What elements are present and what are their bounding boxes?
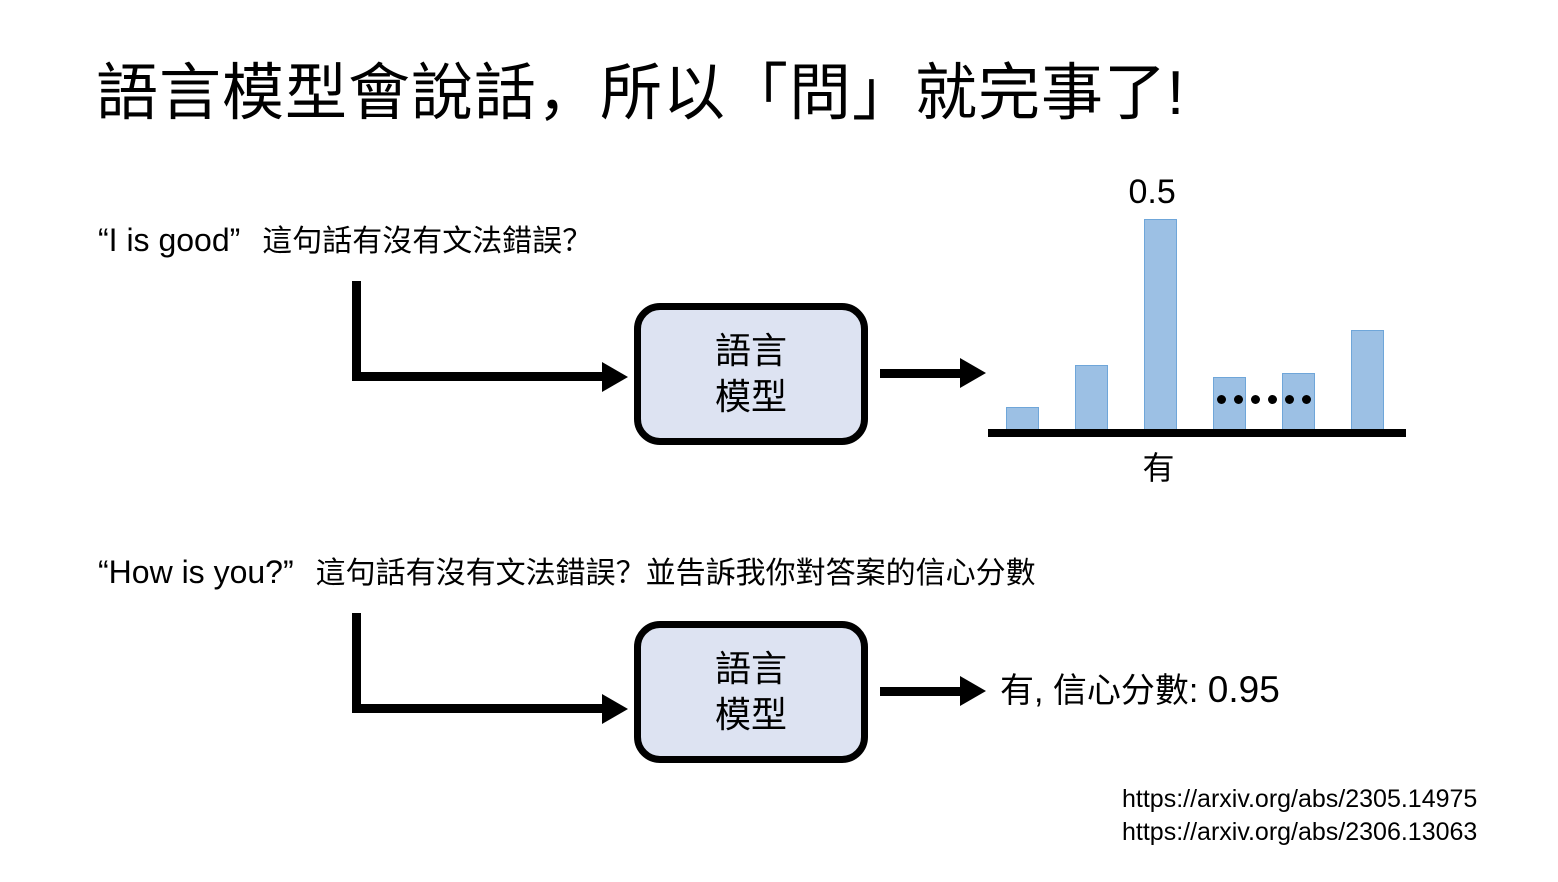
prompt-line-1: “I is good” 這句話有沒有文法錯誤？ [98, 216, 592, 260]
chart-baseline-axis [988, 429, 1406, 437]
output-arrow-1-arrowhead [960, 358, 986, 388]
chart-bar [1144, 219, 1177, 433]
elbow-arrow-2-vertical-segment [352, 613, 361, 713]
output-arrow-2 [880, 676, 986, 706]
output-arrow-1-shaft [880, 368, 962, 378]
probability-distribution-chart: 0.5 有 [960, 173, 1420, 486]
model-answer-text: 有, 信心分數: 0.95 [1000, 663, 1280, 712]
reference-links: https://arxiv.org/abs/2305.14975 https:/… [1122, 783, 1477, 849]
chart-ellipsis-dot [1285, 395, 1294, 404]
language-model-box-1: 語言 模型 [634, 303, 868, 445]
output-arrow-2-shaft [880, 686, 962, 696]
page-title: 語言模型會說話，所以「問」就完事了! [96, 59, 1186, 128]
elbow-arrow-1-arrowhead [602, 361, 628, 392]
chart-ellipsis-dots [1217, 395, 1311, 404]
elbow-arrow-1-horizontal-segment [352, 372, 604, 381]
prompt-line-2: “How is you?” 這句話有沒有文法錯誤？並告訴我你對答案的信心分數 [98, 548, 1036, 592]
language-model-box-1-line1: 語言 [714, 329, 787, 371]
chart-bar [1213, 377, 1246, 433]
chart-ellipsis-dot [1302, 395, 1311, 404]
chart-bar [1075, 364, 1108, 433]
chart-category-label-highlighted: 有 [1142, 450, 1175, 486]
language-model-box-1-line2: 模型 [714, 376, 787, 417]
chart-plot-area [988, 185, 1402, 433]
question-text-2: 這句話有沒有文法錯誤？並告訴我你對答案的信心分數 [315, 557, 1036, 590]
chart-ellipsis-dot [1217, 395, 1226, 404]
language-model-box-2: 語言 模型 [634, 621, 868, 763]
elbow-arrow-2 [352, 613, 652, 724]
language-model-box-2-line1: 語言 [714, 647, 787, 689]
language-model-box-2-line2: 模型 [714, 694, 787, 735]
quoted-sentence-2: “How is you?” [98, 554, 294, 590]
chart-ellipsis-dot [1234, 395, 1243, 404]
elbow-arrow-1-vertical-segment [352, 281, 361, 381]
model-answer-prefix: 有, 信心分數: [1000, 672, 1208, 710]
chart-bar [1351, 330, 1384, 433]
chart-peak-value-label: 0.5 [1128, 173, 1176, 212]
chart-ellipsis-dot [1268, 395, 1277, 404]
elbow-arrow-1 [352, 281, 652, 392]
question-text-1: 這句話有沒有文法錯誤？ [262, 225, 593, 258]
elbow-arrow-2-arrowhead [602, 693, 628, 724]
elbow-arrow-2-horizontal-segment [352, 704, 604, 713]
reference-link-1[interactable]: https://arxiv.org/abs/2305.14975 [1122, 785, 1478, 813]
output-arrow-1 [880, 358, 986, 388]
model-confidence-score: 0.95 [1207, 669, 1280, 710]
output-arrow-2-arrowhead [960, 676, 986, 706]
chart-ellipsis-dot [1251, 395, 1260, 404]
reference-link-2[interactable]: https://arxiv.org/abs/2306.13063 [1122, 818, 1478, 846]
quoted-sentence-1: “I is good” [98, 222, 241, 258]
